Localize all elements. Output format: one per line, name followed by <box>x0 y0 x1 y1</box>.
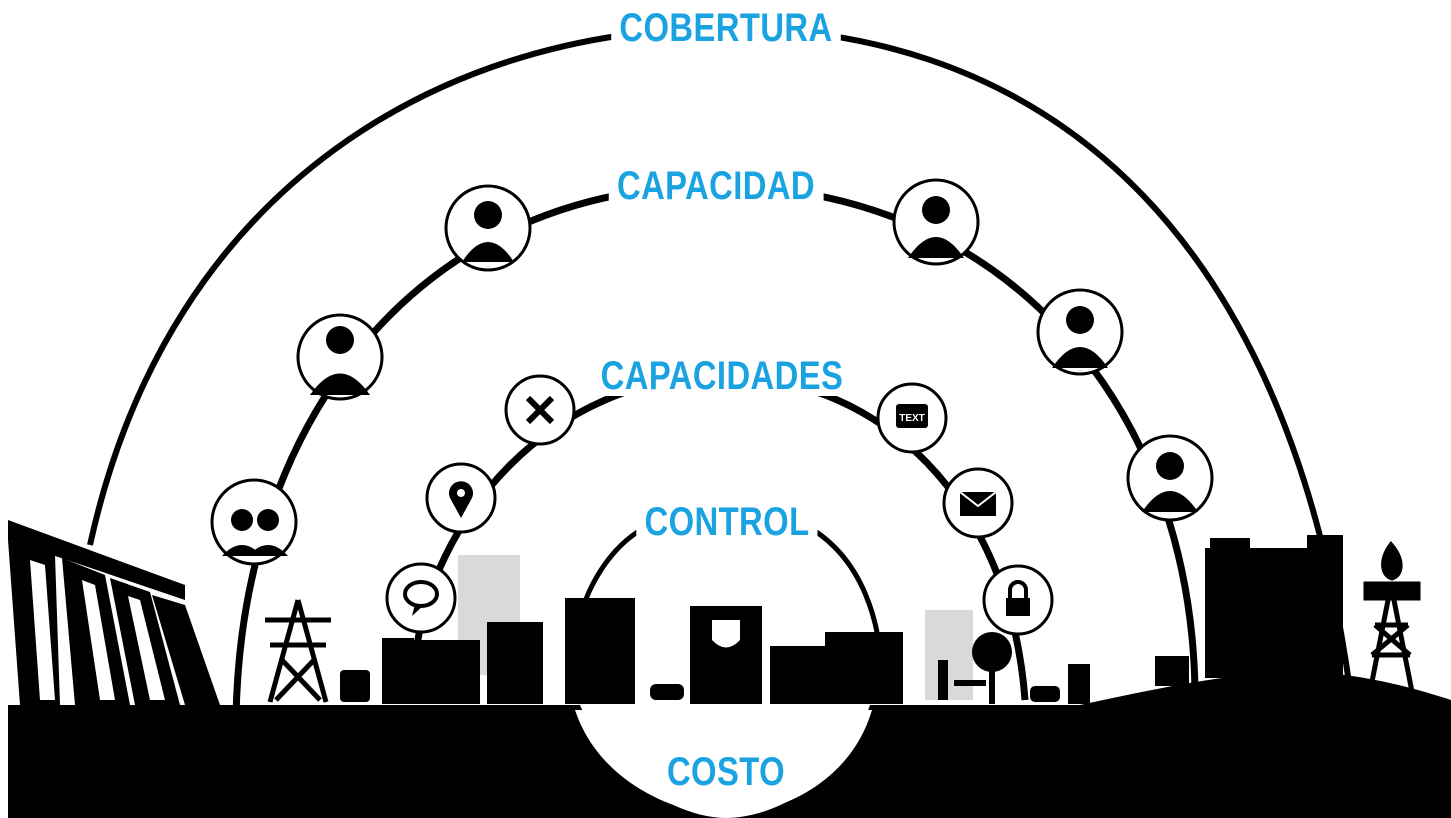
costo-label: COSTO <box>666 750 786 794</box>
capacidades-label: CAPACIDADES <box>592 356 852 396</box>
lock-icon <box>982 564 1054 636</box>
doctor-icon <box>296 313 384 401</box>
right-street-items <box>938 632 1189 704</box>
refinery-icon <box>1205 535 1343 678</box>
location-pin-icon <box>425 462 497 534</box>
text-message-icon: TEXT <box>876 382 948 454</box>
van-icon <box>340 670 370 702</box>
cobertura-label: COBERTURA <box>611 8 841 48</box>
capacidad-label: CAPACIDAD <box>608 166 824 206</box>
police-officer-icon <box>892 178 980 266</box>
firefighter-icon <box>444 184 532 272</box>
ground <box>8 672 1451 818</box>
left-city-buildings <box>382 598 635 704</box>
chat-bubble-icon <box>385 562 457 634</box>
power-tower-icon <box>265 599 331 703</box>
text-message-label: TEXT <box>899 413 925 424</box>
oil-derrick-icon <box>1363 540 1421 703</box>
utility-worker-icon <box>1126 434 1214 522</box>
center-buildings <box>650 606 903 704</box>
dam-icon <box>8 520 220 705</box>
workers-icon <box>210 478 298 566</box>
tools-icon <box>504 374 576 446</box>
dispatcher-headset-icon <box>1036 288 1124 376</box>
costo-bowl <box>575 710 872 815</box>
mail-icon <box>942 467 1014 539</box>
control-label: CONTROL <box>636 502 818 542</box>
